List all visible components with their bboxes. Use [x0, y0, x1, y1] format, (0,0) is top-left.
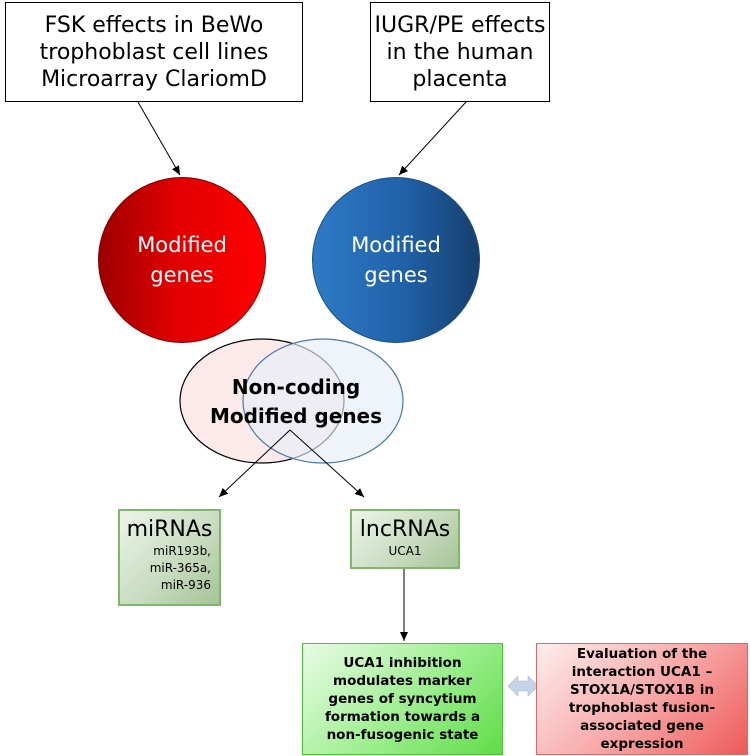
mirna-item: miR-365a,: [149, 561, 211, 575]
lncrna-item: UCA1: [388, 544, 422, 558]
evaluation-text: Evaluation of the interaction UCA1 – STO…: [568, 646, 716, 752]
modified-genes-blue-circle: Modified genes: [312, 177, 480, 343]
uca1-inhibition-text: UCA1 inhibition modulates marker genes o…: [324, 655, 481, 743]
venn-label-line-1: Non-coding: [231, 375, 361, 399]
arrow-venn-to-mirnas: [218, 429, 291, 498]
mirnas-title: miRNAs: [126, 517, 213, 542]
mirna-item: miR-936: [160, 578, 211, 592]
iugr-line-1: IUGR/PE effects: [374, 12, 546, 38]
venn-label-line-2: Modified genes: [209, 404, 383, 428]
arrow-fsk-to-red: [137, 101, 181, 176]
evaluation-box: Evaluation of the interaction UCA1 – STO…: [536, 643, 748, 755]
fsk-line-1: FSK effects in BeWo: [44, 12, 264, 38]
iugr-pe-effects-box: IUGR/PE effects in the human placenta: [370, 2, 550, 102]
venn-right-circle: [242, 338, 404, 464]
double-arrow-icon: [507, 675, 539, 697]
lncrnas-box: lncRNAs UCA1: [350, 509, 460, 569]
mirna-item: miR193b,: [153, 544, 211, 558]
fsk-effects-box: FSK effects in BeWo trophoblast cell lin…: [5, 2, 303, 102]
blue-circle-line-2: genes: [364, 263, 428, 287]
mirnas-box: miRNAs miR193b, miR-365a, miR-936: [118, 509, 221, 606]
blue-circle-line-1: Modified: [351, 233, 441, 257]
iugr-line-2: in the human: [386, 39, 534, 65]
venn-label: Non-coding Modified genes: [196, 373, 396, 431]
fsk-line-3: Microarray ClariomD: [41, 66, 267, 92]
lncrnas-title: lncRNAs: [359, 517, 451, 542]
fsk-line-2: trophoblast cell lines: [39, 39, 269, 65]
red-circle-line-1: Modified: [137, 233, 227, 257]
uca1-inhibition-box: UCA1 inhibition modulates marker genes o…: [302, 643, 503, 755]
arrow-venn-to-lncrnas: [289, 429, 365, 498]
arrow-iugr-to-blue: [398, 101, 467, 176]
iugr-line-3: placenta: [412, 66, 508, 92]
red-circle-line-2: genes: [150, 263, 214, 287]
modified-genes-red-circle: Modified genes: [98, 177, 266, 343]
